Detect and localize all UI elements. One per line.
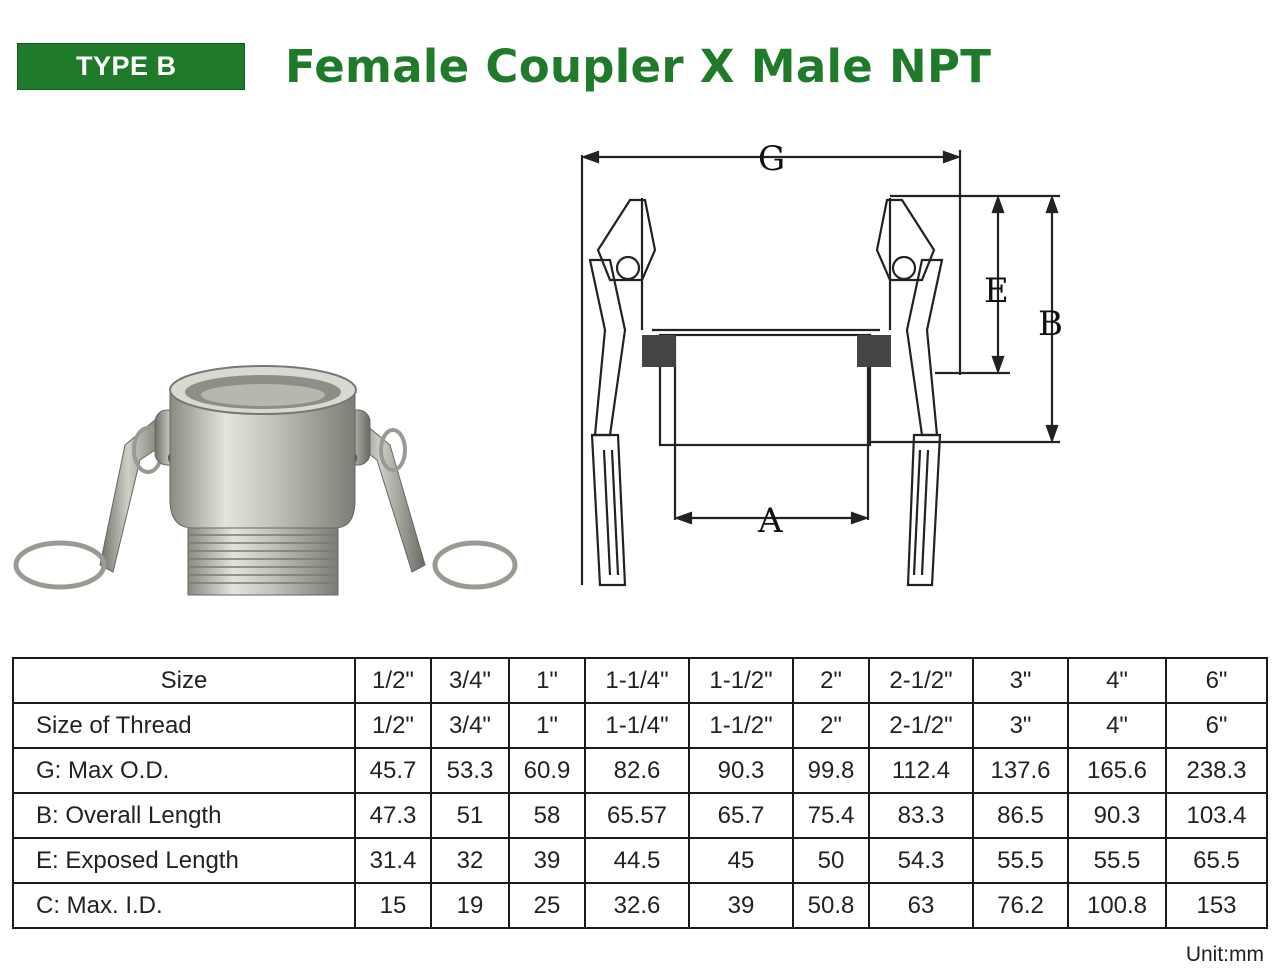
table-cell: 99.8 bbox=[792, 747, 870, 794]
table-cell: 1-1/2" bbox=[688, 657, 794, 704]
table-cell: 39 bbox=[508, 837, 586, 884]
table-cell: 100.8 bbox=[1067, 882, 1167, 929]
table-cell: 45.7 bbox=[354, 747, 432, 794]
table-cell: 2-1/2" bbox=[868, 702, 974, 749]
table-cell: 50.8 bbox=[792, 882, 870, 929]
table-cell: 3/4" bbox=[430, 702, 510, 749]
table-cell: 39 bbox=[688, 882, 794, 929]
table-cell: 2" bbox=[792, 657, 870, 704]
dim-label-b: B bbox=[1038, 304, 1063, 344]
table-cell: 90.3 bbox=[1067, 792, 1167, 839]
dim-label-a: A bbox=[757, 501, 783, 541]
table-cell: 4" bbox=[1067, 702, 1167, 749]
table-cell: 90.3 bbox=[688, 747, 794, 794]
row-label: C: Max. I.D. bbox=[12, 882, 356, 929]
table-cell: 137.6 bbox=[972, 747, 1069, 794]
table-cell: 54.3 bbox=[868, 837, 974, 884]
table-cell: 83.3 bbox=[868, 792, 974, 839]
table-cell: 76.2 bbox=[972, 882, 1069, 929]
table-cell: 51 bbox=[430, 792, 510, 839]
table-cell: 47.3 bbox=[354, 792, 432, 839]
table-cell: 32.6 bbox=[584, 882, 690, 929]
table-cell: 60.9 bbox=[508, 747, 586, 794]
row-label: G: Max O.D. bbox=[12, 747, 356, 794]
page-title: Female Coupler X Male NPT bbox=[285, 40, 992, 93]
table-cell: 32 bbox=[430, 837, 510, 884]
table-cell: 6" bbox=[1165, 702, 1268, 749]
product-photo bbox=[13, 365, 518, 596]
table-cell: 65.57 bbox=[584, 792, 690, 839]
table-cell: 165.6 bbox=[1067, 747, 1167, 794]
dim-label-g: G bbox=[758, 139, 785, 179]
table-cell: 63 bbox=[868, 882, 974, 929]
row-label: B: Overall Length bbox=[12, 792, 356, 839]
unit-note: Unit:mm bbox=[1185, 943, 1264, 966]
table-cell: 75.4 bbox=[792, 792, 870, 839]
table-cell: 15 bbox=[354, 882, 432, 929]
table-cell: 65.5 bbox=[1165, 837, 1268, 884]
table-cell: 53.3 bbox=[430, 747, 510, 794]
table-cell: 25 bbox=[508, 882, 586, 929]
table-cell: 1" bbox=[508, 657, 586, 704]
table-cell: 112.4 bbox=[868, 747, 974, 794]
table-cell: 58 bbox=[508, 792, 586, 839]
table-cell: 45 bbox=[688, 837, 794, 884]
table-cell: 1-1/4" bbox=[584, 657, 690, 704]
table-cell: 55.5 bbox=[1067, 837, 1167, 884]
table-cell: 3" bbox=[972, 702, 1069, 749]
table-cell: 50 bbox=[792, 837, 870, 884]
table-cell: 1/2" bbox=[354, 657, 432, 704]
table-cell: 44.5 bbox=[584, 837, 690, 884]
dimension-drawing: G E B A bbox=[580, 139, 1063, 587]
table-cell: 2-1/2" bbox=[868, 657, 974, 704]
table-cell: 55.5 bbox=[972, 837, 1069, 884]
table-cell: 6" bbox=[1165, 657, 1268, 704]
table-cell: 1" bbox=[508, 702, 586, 749]
row-label: Size bbox=[12, 657, 356, 704]
table-cell: 1-1/2" bbox=[688, 702, 794, 749]
table-cell: 153 bbox=[1165, 882, 1268, 929]
table-cell: 65.7 bbox=[688, 792, 794, 839]
table-cell: 2" bbox=[792, 702, 870, 749]
row-label: Size of Thread bbox=[12, 702, 356, 749]
table-cell: 238.3 bbox=[1165, 747, 1268, 794]
table-cell: 86.5 bbox=[972, 792, 1069, 839]
table-cell: 103.4 bbox=[1165, 792, 1268, 839]
dim-label-e: E bbox=[984, 271, 1009, 311]
table-cell: 3" bbox=[972, 657, 1069, 704]
table-cell: 82.6 bbox=[584, 747, 690, 794]
table-cell: 1/2" bbox=[354, 702, 432, 749]
table-cell: 1-1/4" bbox=[584, 702, 690, 749]
table-cell: 4" bbox=[1067, 657, 1167, 704]
table-cell: 3/4" bbox=[430, 657, 510, 704]
table-cell: 19 bbox=[430, 882, 510, 929]
table-cell: 31.4 bbox=[354, 837, 432, 884]
type-badge: TYPE B bbox=[17, 43, 245, 90]
row-label: E: Exposed Length bbox=[12, 837, 356, 884]
